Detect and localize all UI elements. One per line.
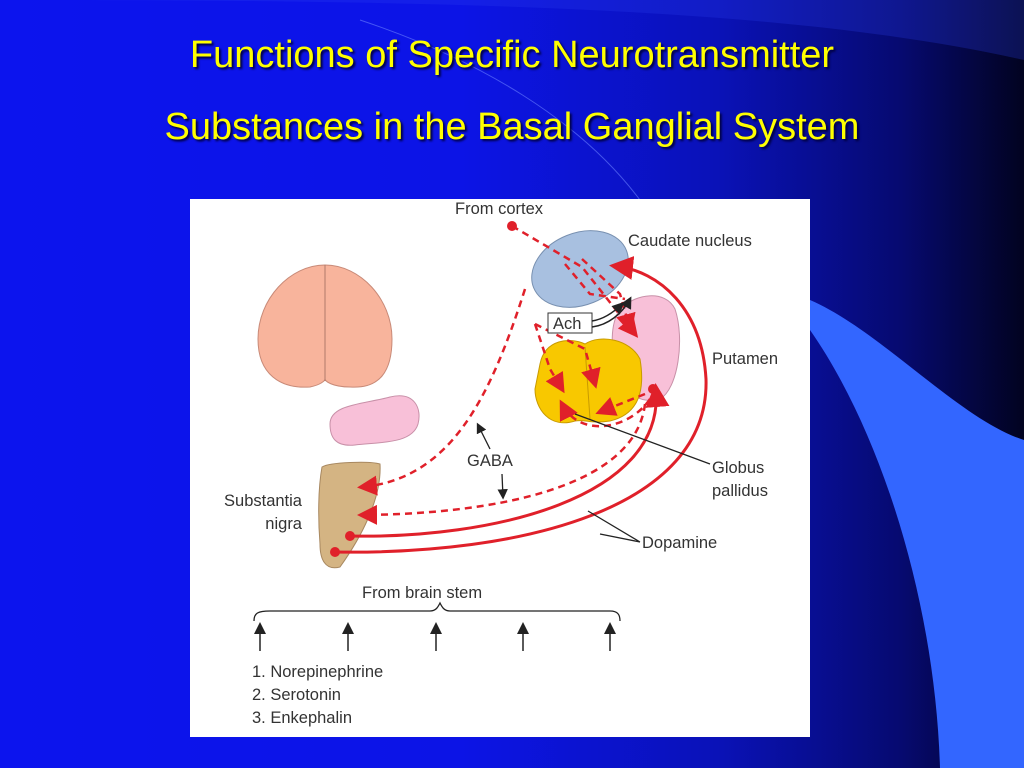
ach-box bbox=[547, 312, 593, 334]
brain-cortex-shape bbox=[257, 264, 393, 388]
gaba-pathway-pallidus bbox=[357, 403, 647, 525]
from-brain-stem-label: From brain stem bbox=[362, 584, 482, 602]
dopamine-pathway-putamen bbox=[349, 383, 670, 538]
thalamus-shape bbox=[329, 395, 420, 446]
list-item-serotonin: 2. Serotonin bbox=[252, 686, 341, 704]
caudate-nucleus-label: Caudate nucleus bbox=[628, 232, 752, 250]
gaba-pathway-striatum bbox=[357, 288, 527, 496]
list-item-enkephalin: 3. Enkephalin bbox=[252, 709, 352, 727]
globus-pallidus-shape bbox=[534, 338, 643, 424]
dopamine-label: Dopamine bbox=[642, 534, 717, 552]
gaba-label: GABA bbox=[467, 452, 513, 470]
substantia-nigra-label-2: nigra bbox=[265, 515, 303, 533]
slide-title-line1: Functions of Specific Neurotransmitter bbox=[189, 34, 835, 76]
caudate-nucleus-shape bbox=[531, 230, 629, 308]
ach-label: Ach bbox=[553, 315, 581, 333]
slide-title-line2: Substances in the Basal Ganglial System bbox=[164, 106, 860, 148]
putamen-label: Putamen bbox=[712, 350, 778, 368]
substantia-nigra-label-1: Substantia bbox=[224, 492, 303, 510]
dopamine-pathway-caudate bbox=[334, 256, 708, 554]
globus-pallidus-label-1: Globus bbox=[712, 459, 764, 477]
globus-pallidus-label-2: pallidus bbox=[712, 482, 768, 500]
list-item-norepinephrine: 1. Norepinephrine bbox=[252, 663, 383, 681]
basal-ganglia-diagram: Ach From cortex Caudate nucleus Putamen … bbox=[190, 199, 810, 737]
from-cortex-label: From cortex bbox=[455, 200, 544, 218]
brain-stem-arrows bbox=[254, 622, 616, 651]
